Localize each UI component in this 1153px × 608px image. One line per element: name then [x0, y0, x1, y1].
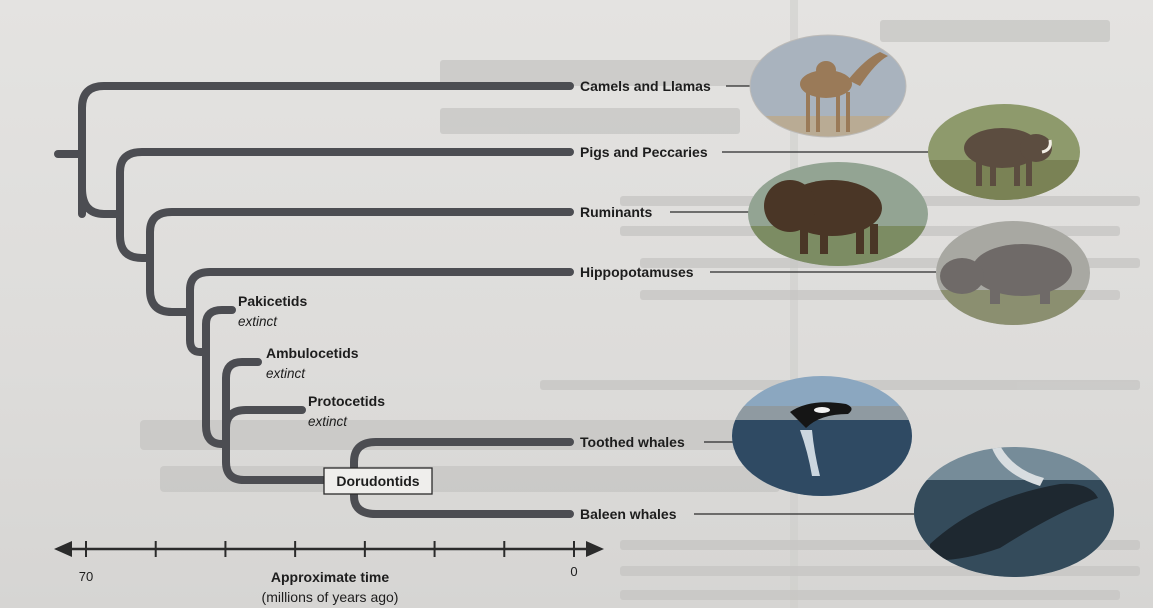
axis-left-arrow: [54, 541, 72, 557]
node-b-stem: [120, 214, 150, 258]
pakicetids-branch: [206, 310, 232, 352]
label-camels: Camels and Llamas: [580, 78, 711, 94]
tick-label-70: 70: [79, 569, 93, 584]
bison-photo: [740, 156, 940, 276]
hippo-photo: [930, 216, 1100, 330]
extinct-protocetids: extinct: [308, 414, 348, 429]
axis-title: Approximate time: [271, 569, 389, 585]
label-pakicetids: Pakicetids: [238, 293, 307, 309]
humpback-photo: [910, 442, 1120, 584]
label-hippos: Hippopotamuses: [580, 264, 694, 280]
warthog-photo: [920, 100, 1090, 210]
taxon-labels: Camels and Llamas Pigs and Peccaries Rum…: [238, 78, 711, 522]
label-toothed: Toothed whales: [580, 434, 685, 450]
tick-label-0: 0: [570, 564, 577, 579]
label-ruminants: Ruminants: [580, 204, 653, 220]
ambulocetids-branch: [226, 362, 258, 444]
label-pigs: Pigs and Peccaries: [580, 144, 708, 160]
dorudontids-node: Dorudontids: [324, 468, 432, 494]
label-baleen: Baleen whales: [580, 506, 677, 522]
axis-subtitle: (millions of years ago): [262, 589, 399, 605]
axis-right-arrow: [586, 541, 604, 557]
label-protocetids: Protocetids: [308, 393, 385, 409]
tree-branches: [58, 86, 570, 514]
node-a-stem: [82, 154, 120, 214]
dorudontids-label: Dorudontids: [336, 473, 419, 489]
extinct-ambulocetids: extinct: [266, 366, 306, 381]
orca-photo: [728, 374, 918, 504]
ruminants-branch: [150, 212, 570, 258]
extinct-pakicetids: extinct: [238, 314, 278, 329]
node-f-stem: [226, 444, 324, 480]
label-ambulocetids: Ambulocetids: [266, 345, 359, 361]
pigs-branch: [120, 152, 570, 214]
camel-photo: [740, 30, 920, 150]
node-c-stem: [150, 258, 190, 312]
time-axis: 70 0 Approximate time (millions of years…: [54, 541, 604, 605]
protocetids-branch: [226, 410, 302, 444]
